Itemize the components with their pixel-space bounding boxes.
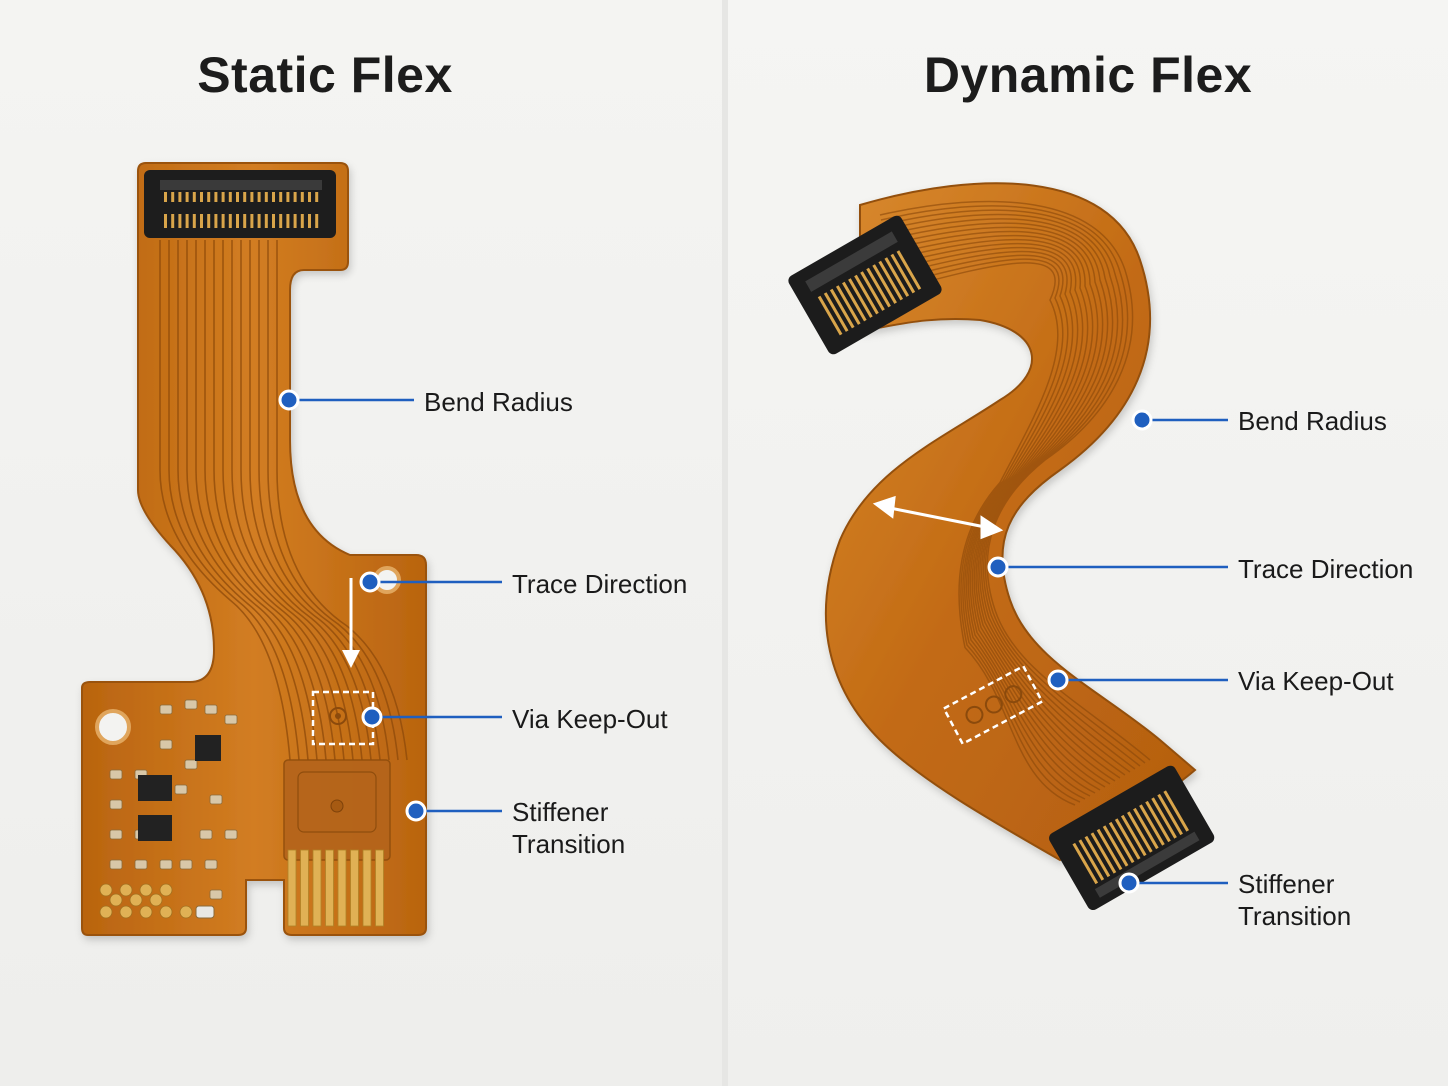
panel-divider [722,0,728,1086]
static-callout-dots [278,389,427,822]
dynamic-flex-direction-arrow [872,495,1004,540]
static-label-stiffener-line2: Transition [512,829,626,859]
static-callout-lines [289,398,502,813]
dynamic-top-connector [788,215,942,355]
static-smd-components [99,699,238,919]
dynamic-callout-lines [998,418,1228,885]
gold-finger-contacts [287,849,384,927]
static-label-stiffener-line1: Stiffener [512,797,609,827]
dynamic-via-keepout [942,664,1044,746]
static-connector-pins [164,192,319,228]
dynamic-label-stiffener-line2: Transition [1238,901,1352,931]
static-label-bend-radius: Bend Radius [424,387,573,417]
dynamic-label-stiffener-line1: Stiffener [1238,869,1335,899]
dynamic-callout-dots [987,409,1153,894]
dynamic-label-stiffener-transition: Stiffener Transition [1238,868,1351,932]
static-label-trace-direction: Trace Direction [512,569,688,599]
static-top-connector [144,170,336,238]
dynamic-label-trace-direction: Trace Direction [1238,554,1414,584]
static-label-stiffener-transition: Stiffener Transition [512,796,625,860]
mounting-hole-left [95,709,131,745]
dynamic-flex-title: Dynamic Flex [923,47,1253,103]
static-flex-traces [159,240,408,761]
static-label-via-keepout: Via Keep-Out [512,704,668,734]
dynamic-bottom-connector [1049,765,1215,911]
static-flex-title: Static Flex [197,47,453,103]
dynamic-label-via-keepout: Via Keep-Out [1238,666,1394,696]
dynamic-label-bend-radius: Bend Radius [1238,406,1387,436]
